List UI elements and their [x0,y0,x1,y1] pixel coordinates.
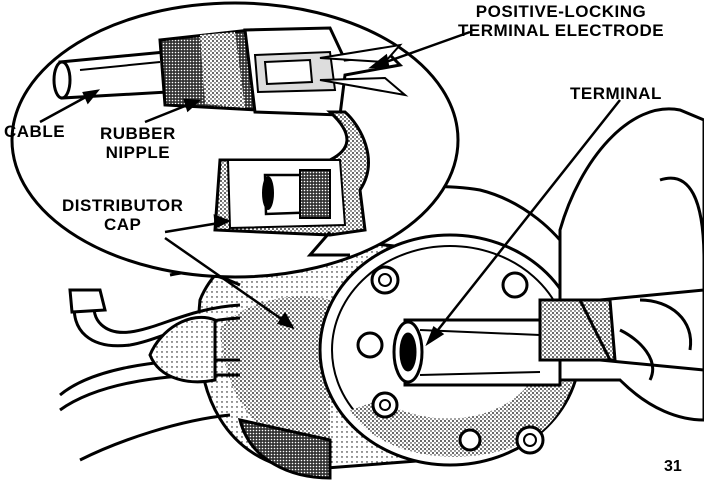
label-positive-locking-line2: TERMINAL ELECTRODE [458,21,665,40]
label-rubber-nipple-line1: RUBBER [100,124,176,143]
label-rubber-nipple-line2: NIPPLE [105,143,171,162]
label-positive-locking: POSITIVE-LOCKING TERMINAL ELECTRODE [458,2,664,40]
arrow-distributor-cap-body [164,236,291,327]
terminal-boot [538,288,704,372]
leader-lines [39,30,621,347]
label-positive-locking-line1: POSITIVE-LOCKING [475,2,647,21]
label-distributor-cap-line1: DISTRIBUTOR [62,196,184,215]
arrow-positive-locking [374,30,471,68]
detail-inset [10,1,460,279]
label-terminal: TERMINAL [570,84,662,103]
cables [59,254,241,462]
label-distributor-cap-line2: CAP [103,215,142,234]
label-cable: CABLE [4,122,66,141]
figure-number: 31 [664,458,682,475]
hand [558,107,704,422]
label-rubber-nipple: RUBBER NIPPLE [100,124,176,162]
label-distributor-cap: DISTRIBUTOR CAP [62,196,183,234]
arrow-terminal [429,99,621,341]
distributor-body [197,184,582,480]
